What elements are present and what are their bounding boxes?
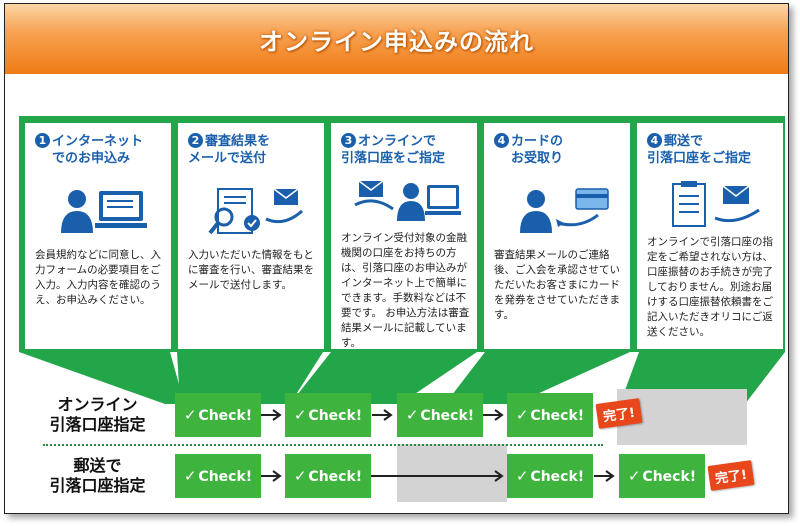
step-4-postal-description: オンラインで引落口座の指定をご希望されない方は、口座振替のお手続きが完了しており… [647, 236, 773, 338]
step-3-description: オンライン受付対象の金融機関の口座をお持ちの方は、引落口座のお申込みがインターネ… [341, 232, 470, 349]
arrow-right-icon [372, 409, 393, 421]
check-badge: ✓Check! [175, 393, 261, 437]
check-badge: ✓Check! [175, 454, 261, 498]
document-check-mail-icon [208, 188, 303, 235]
step-4-postal-number: 4 [647, 133, 662, 148]
arrow-right-icon [594, 470, 615, 482]
check-badge: ✓Check! [507, 393, 593, 437]
arrow-right-icon [483, 409, 504, 421]
step-1-description: 会員規約などに同意し、入力フォームの必要項目をご入力。入力内容を確認のうえ、お申… [35, 249, 161, 306]
step-4-description: 審査結果メールのご連絡後、ご入会を承認させていただいたお客さまにカードを発券をさ… [494, 249, 620, 321]
arrow-right-icon [261, 409, 282, 421]
check-badge: ✓Check! [397, 393, 483, 437]
step-3-number: 3 [341, 133, 356, 148]
step-2-description: 入力いただいた情報をもとに審査を行い、審査結果をメールで送付します。 [188, 249, 314, 291]
clipboard-mail-icon [672, 181, 760, 227]
mail-person-laptop-icon [354, 180, 461, 221]
check-badge: ✓Check! [619, 454, 705, 498]
check-badge: ✓Check! [285, 393, 371, 437]
arrow-right-icon [261, 470, 282, 482]
long-arrow-right-icon [371, 470, 504, 482]
page-title: オンライン申込みの流れ [259, 28, 534, 56]
inactive-slot-row2 [397, 444, 507, 502]
complete-badge-postal: 完了! [707, 460, 755, 491]
step-4-number: 4 [494, 133, 509, 148]
check-badge: ✓Check! [507, 454, 593, 498]
check-badge: ✓Check! [285, 454, 371, 498]
funnel-connectors [19, 352, 785, 404]
step-2-number: 2 [188, 133, 203, 148]
person-card-icon [520, 188, 609, 233]
row-divider [43, 444, 603, 446]
row-label-online: オンライン 引落口座指定 [49, 395, 146, 434]
person-laptop-icon [61, 190, 147, 233]
step-1-number: 1 [35, 133, 50, 148]
row-label-postal: 郵送で 引落口座指定 [49, 456, 146, 495]
header-banner: オンライン申込みの流れ [5, 4, 788, 74]
